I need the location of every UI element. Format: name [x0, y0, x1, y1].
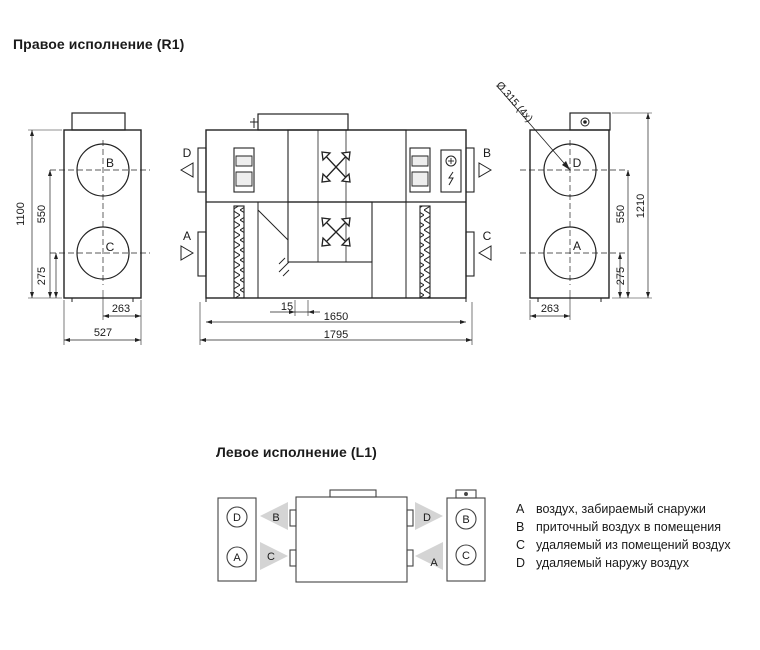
main-port-label-b: B — [483, 146, 491, 160]
dim-1650: 1650 — [324, 311, 348, 323]
dim-263-right: 263 — [541, 303, 559, 315]
legend-text: удаляемый наружу воздух — [536, 556, 689, 570]
port-label-d-right: D — [573, 156, 582, 170]
l1-arrow-label-d: D — [423, 512, 431, 524]
l1-port-d: D — [233, 512, 241, 524]
dim-275-right: 275 — [615, 267, 627, 285]
title-left-version: Левое исполнение (L1) — [216, 444, 377, 460]
legend-row-a: A воздух, забираемый снаружи — [516, 500, 731, 518]
main-port-label-d: D — [183, 146, 192, 160]
l1-port-a: A — [233, 552, 241, 564]
airflow-cross-bottom — [321, 217, 351, 247]
port-label-c-left: C — [106, 240, 115, 254]
l1-port-b: B — [462, 514, 469, 526]
main-port-label-c: C — [483, 229, 492, 243]
legend-key: D — [516, 556, 526, 570]
l1-flow-arrows — [260, 502, 443, 570]
r1-right-side-view — [496, 85, 652, 320]
l1-arrow-label-c: C — [267, 551, 275, 563]
r1-main-view — [197, 113, 475, 345]
port-label-b-left: B — [106, 156, 114, 170]
l1-left-side — [217, 497, 257, 582]
l1-arrow-label-b: B — [272, 512, 279, 524]
legend-key: B — [516, 520, 525, 534]
dim-height-1100: 1100 — [15, 202, 27, 226]
legend-text: удаляемый из помещений воздух — [536, 538, 731, 552]
legend-key: C — [516, 538, 526, 552]
legend-row-b: B приточный воздух в помещения — [516, 518, 731, 536]
dim-550-left: 550 — [36, 205, 48, 223]
dim-550-right: 550 — [615, 205, 627, 223]
airflow-cross-top — [321, 151, 351, 183]
legend-row-d: D удаляемый наружу воздух — [516, 554, 731, 572]
l1-arrow-label-a: A — [430, 557, 438, 569]
dim-527: 527 — [94, 327, 112, 339]
l1-port-c: C — [462, 550, 470, 562]
r1-left-side-view — [28, 112, 150, 345]
dim-275-left: 275 — [36, 267, 48, 285]
legend-text: воздух, забираемый снаружи — [536, 502, 706, 516]
legend-key: A — [516, 502, 525, 516]
legend: A воздух, забираемый снаружи B приточный… — [516, 500, 731, 572]
dim-1210: 1210 — [635, 194, 647, 218]
dim-1795: 1795 — [324, 329, 348, 341]
l1-main-box — [289, 489, 414, 583]
legend-row-c: C удаляемый из помещений воздух — [516, 536, 731, 554]
dim-diameter: Ø 315 (4x) — [493, 79, 535, 124]
dim-263-left: 263 — [112, 303, 130, 315]
dim-15: 15 — [281, 301, 293, 313]
title-right-version: Правое исполнение (R1) — [13, 36, 185, 52]
r1-flow-arrows — [180, 162, 492, 261]
legend-text: приточный воздух в помещения — [536, 520, 721, 534]
port-label-a-right: A — [573, 239, 581, 253]
main-port-label-a: A — [183, 229, 191, 243]
l1-right-side — [446, 489, 486, 582]
